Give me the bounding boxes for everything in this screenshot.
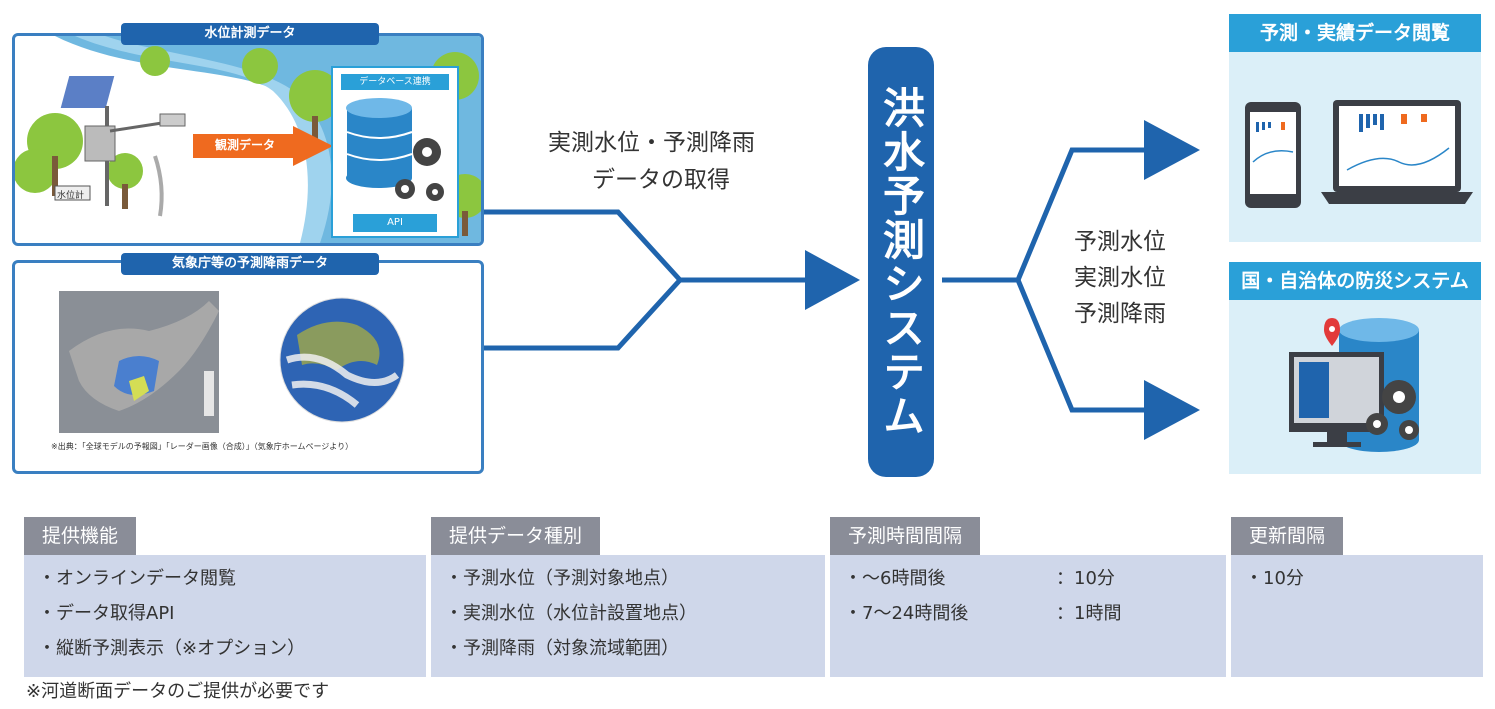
output-arrowhead-lower <box>1144 380 1200 440</box>
data-type-item: ・予測水位（予測対象地点） <box>445 568 679 589</box>
output-label-line1: 予測水位 <box>1074 229 1166 255</box>
flood-prediction-system: 洪水予測システム <box>868 47 934 477</box>
input-line-lower <box>484 278 682 351</box>
gov-system-icon <box>1289 318 1419 452</box>
rainfall-tab: 気象庁等の予測降雨データ <box>121 253 379 275</box>
features-header: 提供機能 <box>24 517 137 555</box>
output-label-line3: 予測降雨 <box>1074 301 1166 327</box>
sign-label: 水位計 <box>57 191 85 201</box>
interval-header: 予測時間間隔 <box>830 517 981 555</box>
data-types-column: 提供データ種別 ・予測水位（予測対象地点） ・実測水位（水位計設置地点） ・予測… <box>431 517 825 677</box>
input-label-line2: データの取得 <box>592 167 730 193</box>
rainfall-caption: ※出典：「全球モデルの予報図」「レーダー画像（合成）」（気象庁ホームページより） <box>51 442 354 451</box>
water-level-panel: 観測データ 水位計 データベース連携 API <box>12 33 484 246</box>
database-label: データベース連携 <box>341 74 449 90</box>
interval-body: ・～6時間後 ：10分 ・7～24時間後 ：1時間 <box>830 555 1226 677</box>
features-note: ※河道断面データのご提供が必要です <box>26 681 330 702</box>
update-header: 更新間隔 <box>1231 517 1344 555</box>
input-label-line1: 実測水位・予測降雨 <box>548 130 755 156</box>
interval-value: ：10分 <box>1056 568 1115 589</box>
update-item: ・10分 <box>1245 568 1304 589</box>
interval-row: ・～6時間後 ：10分 <box>830 561 1226 596</box>
output-label-line2: 実測水位 <box>1074 265 1166 291</box>
rainfall-panel: ※出典：「全球モデルの予報図」「レーダー画像（合成）」（気象庁ホームページより） <box>12 260 484 474</box>
gov-system-title: 国・自治体の防災システム <box>1229 262 1481 300</box>
data-types-header: 提供データ種別 <box>431 517 601 555</box>
features-body: ・オンラインデータ閲覧 ・データ取得API ・縦断予測表示（※オプション） <box>24 555 426 677</box>
database-icon <box>346 98 444 201</box>
input-line-upper <box>484 209 682 282</box>
input-arrowhead <box>805 250 860 310</box>
features-column: 提供機能 ・オンラインデータ閲覧 ・データ取得API ・縦断予測表示（※オプショ… <box>24 517 426 707</box>
observation-arrow: 観測データ <box>193 126 333 166</box>
interval-value: ：1時間 <box>1056 603 1122 624</box>
devices-icon <box>1245 100 1473 208</box>
interval-column: 予測時間間隔 ・～6時間後 ：10分 ・7～24時間後 ：1時間 <box>830 517 1226 677</box>
interval-range: ・～6時間後 <box>844 568 946 589</box>
data-type-item: ・予測降雨（対象流域範囲） <box>445 638 679 659</box>
update-column: 更新間隔 ・10分 <box>1231 517 1483 677</box>
interval-range: ・7～24時間後 <box>844 603 969 624</box>
api-label: API <box>353 214 437 232</box>
feature-item: ・オンラインデータ閲覧 <box>38 568 236 589</box>
data-view-title: 予測・実績データ閲覧 <box>1229 14 1481 52</box>
interval-row: ・7～24時間後 ：1時間 <box>830 596 1226 631</box>
update-body: ・10分 <box>1231 555 1483 677</box>
gov-system-box: 国・自治体の防災システム <box>1229 262 1481 474</box>
globe-image <box>279 297 405 423</box>
data-types-body: ・予測水位（予測対象地点） ・実測水位（水位計設置地点） ・予測降雨（対象流域範… <box>431 555 825 677</box>
radar-map-image <box>59 291 219 433</box>
observation-arrow-label: 観測データ <box>215 138 276 152</box>
database-box: データベース連携 API <box>331 66 459 238</box>
output-arrowhead-upper <box>1144 120 1200 180</box>
feature-item: ・縦断予測表示（※オプション） <box>38 638 306 659</box>
water-level-tab: 水位計測データ <box>121 23 379 45</box>
feature-item: ・データ取得API <box>38 603 175 624</box>
data-view-box: 予測・実績データ閲覧 <box>1229 14 1481 242</box>
data-type-item: ・実測水位（水位計設置地点） <box>445 603 697 624</box>
